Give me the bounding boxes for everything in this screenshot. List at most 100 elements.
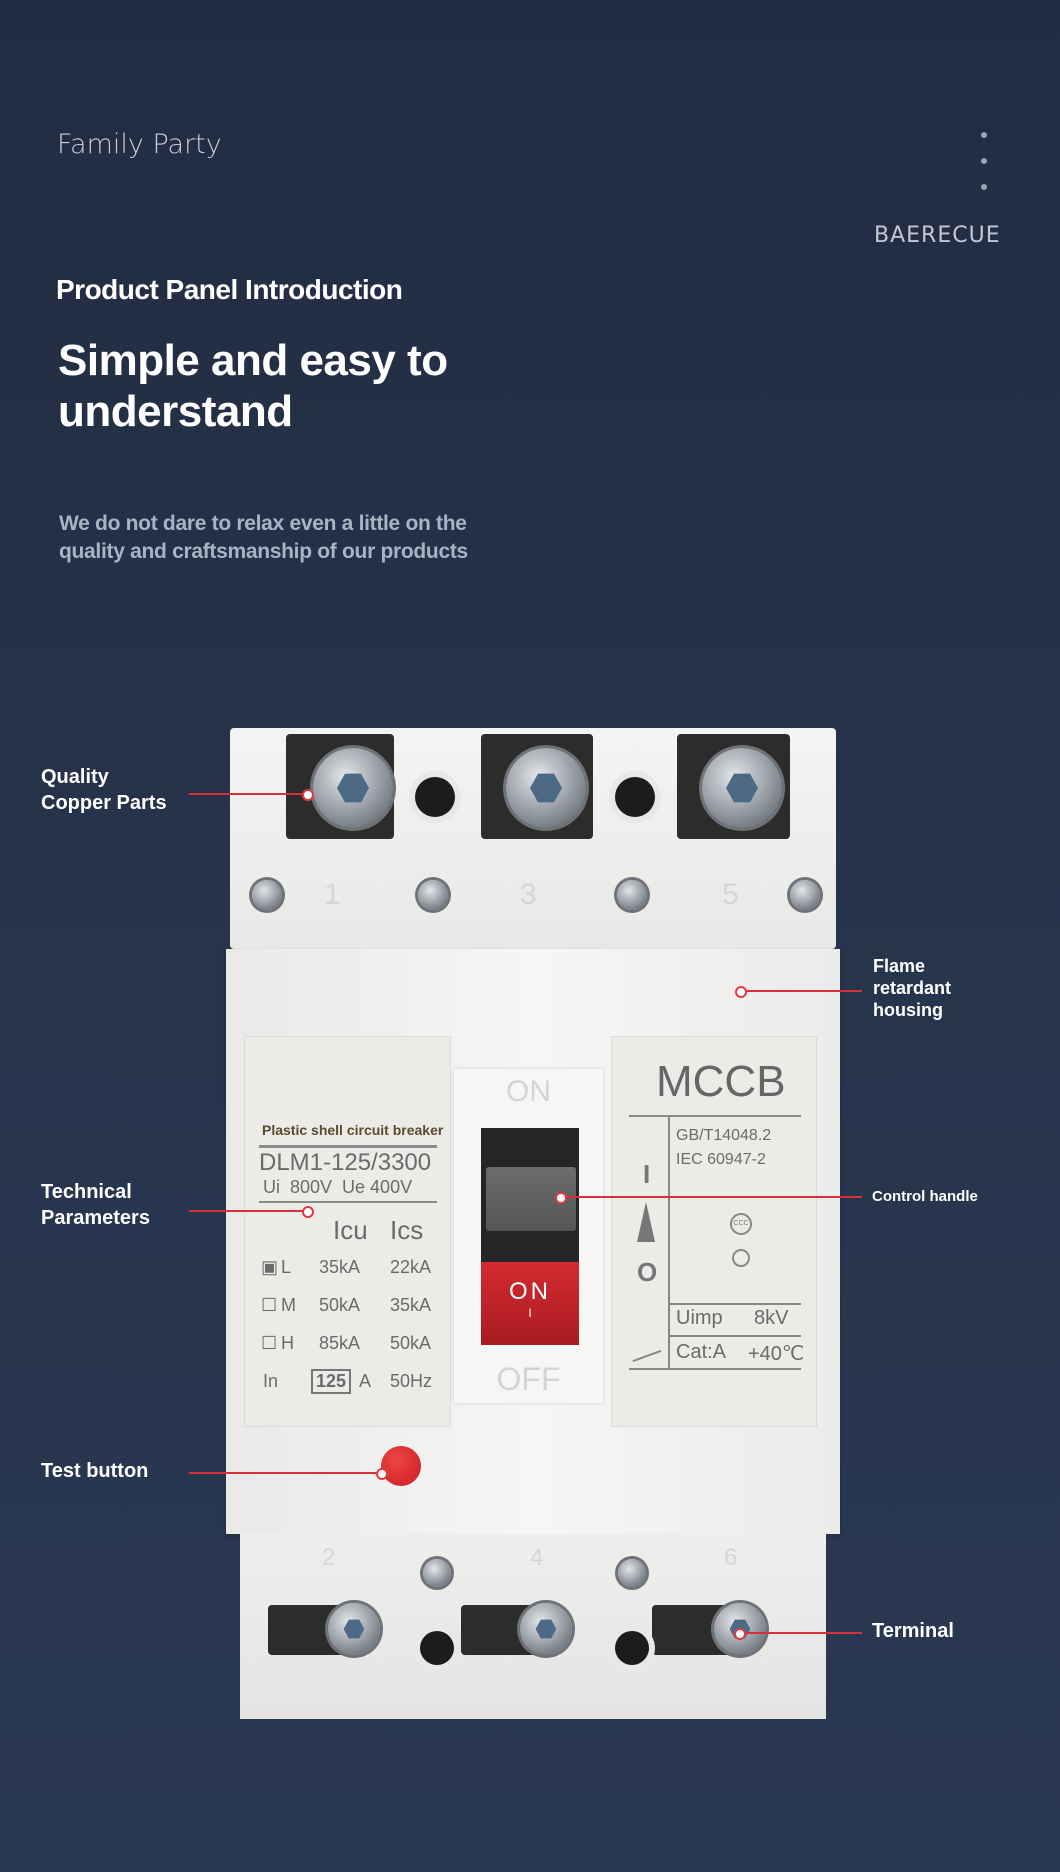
- callout-pin-icon: [302, 789, 314, 801]
- leader-line: [189, 1210, 308, 1212]
- leader-line: [741, 990, 862, 992]
- switch-symbol-icon: [632, 1349, 662, 1363]
- handle-frame: ON ON I OFF: [454, 1069, 603, 1403]
- small-screw-icon: [617, 880, 647, 910]
- mounting-hole: [420, 1631, 454, 1665]
- subtitle: We do not dare to relax even a little on…: [59, 510, 468, 566]
- mccb-title: MCCB: [656, 1057, 786, 1106]
- divider: [629, 1368, 801, 1370]
- terminal-number: 1: [324, 878, 341, 911]
- knob-sub-text: I: [528, 1306, 532, 1320]
- col-header-icu: Icu: [333, 1215, 368, 1245]
- grade: H: [281, 1333, 294, 1353]
- divider: [259, 1145, 437, 1148]
- copper-terminal-screw-icon: [313, 748, 393, 828]
- section-title: Product Panel Introduction: [56, 274, 403, 305]
- small-screw-icon: [790, 880, 820, 910]
- page-title: Simple and easy to understand: [58, 335, 448, 437]
- checkbox-icon: ▣: [261, 1257, 279, 1277]
- callout-pin-icon: [734, 1628, 746, 1640]
- handle-on-indicator: ON I: [481, 1262, 579, 1345]
- callout-pin-icon: [555, 1192, 567, 1204]
- grade: M: [281, 1295, 296, 1315]
- in-label: In: [263, 1371, 279, 1391]
- title-line-1: Simple and easy to: [58, 336, 448, 385]
- symbol-o: O: [637, 1257, 658, 1287]
- checkbox-icon: ☐: [261, 1333, 278, 1353]
- copper-terminal-screw-icon: [506, 748, 586, 828]
- callout-test-button: Test button: [41, 1460, 149, 1482]
- col-header-ics: Ics: [390, 1215, 424, 1245]
- divider: [668, 1303, 801, 1305]
- terminal-screw-icon: [328, 1603, 380, 1655]
- ics-value: 50kA: [390, 1333, 432, 1353]
- uimp-label: Uimp: [676, 1307, 723, 1329]
- temperature: +40℃: [748, 1343, 805, 1365]
- callout-copper-parts: Quality Copper Parts: [41, 764, 167, 816]
- subtitle-line-2: quality and craftsmanship of our product…: [59, 540, 468, 563]
- small-screw-icon: [418, 880, 448, 910]
- circuit-breaker-image: 1 3 5 Plastic shell circuit breaker DLM1…: [226, 728, 840, 1719]
- off-label: OFF: [496, 1361, 561, 1397]
- copper-terminal-screw-icon: [702, 748, 782, 828]
- small-screw-icon: [618, 1559, 646, 1587]
- divider: [259, 1201, 437, 1203]
- callout-line: Quality: [41, 766, 109, 788]
- leader-line: [189, 1472, 382, 1474]
- dot: [981, 184, 987, 190]
- terminal-number: 5: [722, 878, 739, 911]
- terminal-number: 2: [322, 1544, 336, 1571]
- in-unit: A: [359, 1371, 372, 1391]
- frequency: 50Hz: [390, 1371, 433, 1391]
- terminal-number: 4: [530, 1544, 544, 1571]
- header-left-text: Family Party: [57, 129, 222, 160]
- callout-line: retardant: [873, 978, 952, 998]
- callout-line: housing: [873, 1000, 943, 1020]
- callout-line: Flame: [873, 956, 926, 976]
- divider: [668, 1115, 670, 1368]
- voltage-rating: Ui 800V Ue 400V: [263, 1177, 413, 1197]
- checkbox-icon: ☐: [261, 1295, 278, 1315]
- callout-line: Parameters: [41, 1207, 150, 1229]
- callout-line: Copper Parts: [41, 792, 167, 814]
- icu-value: 85kA: [319, 1333, 361, 1353]
- title-line-2: understand: [58, 387, 293, 436]
- standard-iec: IEC 60947-2: [676, 1151, 766, 1168]
- callout-technical-parameters: Technical Parameters: [41, 1179, 150, 1231]
- callout-pin-icon: [735, 986, 747, 998]
- brand-name: BAERECUE: [874, 223, 1001, 248]
- leader-line: [189, 793, 308, 795]
- callout-line: Technical: [41, 1181, 132, 1203]
- model-number: DLM1-125/3300: [259, 1149, 432, 1176]
- on-label: ON: [506, 1075, 551, 1108]
- category: Cat:A: [676, 1341, 727, 1363]
- dot: [981, 132, 987, 138]
- terminal-screw-icon: [520, 1603, 572, 1655]
- terminal-number: 3: [520, 878, 537, 911]
- divider: [629, 1115, 801, 1117]
- subtitle-line-1: We do not dare to relax even a little on…: [59, 512, 467, 535]
- small-screw-icon: [252, 880, 282, 910]
- ccc-mark-icon: CCC: [730, 1213, 752, 1235]
- callout-terminal: Terminal: [872, 1620, 954, 1642]
- knob-on-text: ON: [509, 1278, 551, 1305]
- ics-value: 35kA: [390, 1295, 432, 1315]
- dot: [981, 158, 987, 164]
- bottom-terminal-block: 2 4 6: [240, 1534, 826, 1719]
- ics-value: 22kA: [390, 1257, 432, 1277]
- rated-current: 125: [311, 1369, 352, 1394]
- mounting-hole: [615, 1631, 649, 1665]
- test-button[interactable]: [381, 1446, 421, 1486]
- icu-value: 35kA: [319, 1257, 361, 1277]
- small-screw-icon: [423, 1559, 451, 1587]
- arrow-up-icon: [637, 1202, 655, 1242]
- divider: [668, 1335, 801, 1337]
- technical-parameters-panel: Plastic shell circuit breaker DLM1-125/3…: [244, 1036, 451, 1427]
- callout-control-handle: Control handle: [872, 1188, 978, 1205]
- standard-gb: GB/T14048.2: [676, 1127, 772, 1144]
- callout-pin-icon: [376, 1468, 388, 1480]
- mounting-hole: [415, 777, 455, 817]
- callout-flame-retardant-housing: Flame retardant housing: [873, 955, 951, 1021]
- panel-caption: Plastic shell circuit breaker: [262, 1122, 444, 1138]
- mounting-hole: [615, 777, 655, 817]
